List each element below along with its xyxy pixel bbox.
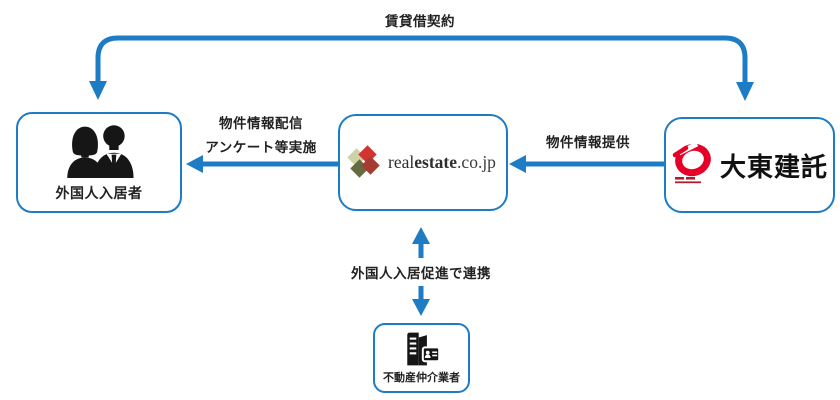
daito-kentaku-label: 大東建託	[719, 151, 828, 182]
broker-link-arrows	[412, 227, 430, 316]
arrowhead-up	[412, 227, 430, 244]
arrowhead-down-left	[89, 81, 107, 100]
arrowhead-left	[186, 155, 203, 173]
realestate-logo-icon	[347, 144, 380, 178]
realestate-logotype: realestate.co.jp	[388, 152, 496, 173]
daito-microtext	[674, 177, 701, 184]
lease-contract-label: 賃貸借契約	[385, 14, 455, 29]
arrowhead-down	[412, 299, 430, 316]
node-daito-kentaku: 大東建託	[664, 117, 835, 213]
arrowhead-left	[509, 155, 526, 173]
broker-link-label: 外国人入居促進で連携	[351, 266, 491, 281]
daito-logo-icon	[672, 143, 711, 184]
node-realestate: realestate.co.jp	[338, 114, 508, 211]
property-info-provision-label: 物件情報提供	[546, 135, 630, 150]
realestate-logo-real: real	[388, 152, 415, 172]
property-info-delivery-label: 物件情報配信 アンケート等実施	[205, 112, 316, 160]
realestate-logo-estate: estate	[414, 152, 458, 172]
broker-building-icon	[406, 332, 440, 366]
foreign-residents-label: 外国人入居者	[55, 185, 143, 201]
arrowhead-down-right	[736, 82, 754, 101]
realestate-logo-domain: .co.jp	[457, 152, 496, 172]
property-info-delivery-arrow	[186, 155, 338, 173]
node-foreign-residents: 外国人入居者	[16, 112, 182, 213]
property-info-provision-arrow	[509, 155, 664, 173]
survey-implementation-line2: アンケート等実施	[205, 140, 317, 155]
node-broker: 不動産仲介業者	[373, 323, 470, 393]
people-icon	[67, 125, 134, 178]
lease-contract-arrow	[89, 35, 754, 101]
property-info-delivery-line1: 物件情報配信	[219, 116, 303, 131]
broker-label: 不動産仲介業者	[383, 372, 460, 384]
